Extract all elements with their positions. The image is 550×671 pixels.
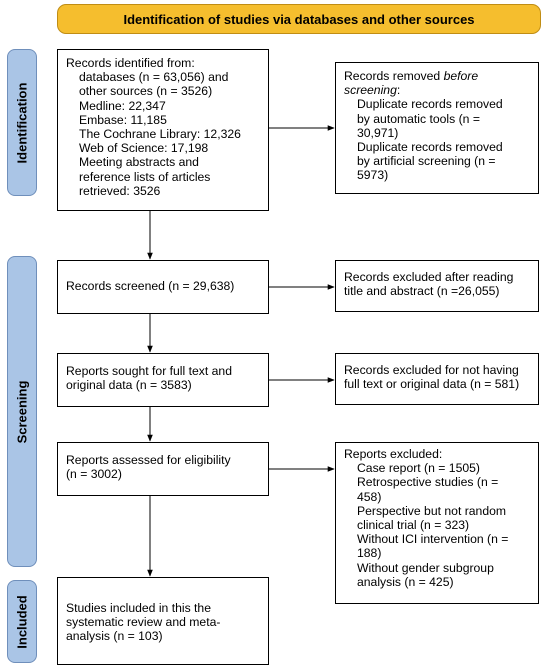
removed-detail-2: by automatic tools (n = [357,111,480,126]
identified-line-8: Meeting abstracts and [79,155,199,170]
reports-excluded-line-3: 458) [357,489,382,504]
reports-excluded-line-5: clinical trial (n = 323) [357,518,470,533]
removed-detail-4: Duplicate records removed [357,140,503,155]
reports-excluded-box: Reports excluded: Case report (n = 1505)… [335,442,539,604]
identified-line-2: databases (n = 63,056) and [79,70,229,85]
removed-line-1-emphasis: before [443,69,479,83]
reports-assessed-box: Reports assessed for eligibility (n = 30… [57,442,269,496]
removed-detail-1: Duplicate records removed [357,97,503,112]
excluded-fulltext-line-2: full text or original data (n = 581) [344,377,520,392]
flow-title: Identification of studies via databases … [123,11,475,27]
stage-screening: Screening [7,256,37,567]
reports-excluded-line-7: 188) [357,546,382,561]
stage-included: Included [7,580,37,663]
reports-excluded-line-1: Case report (n = 1505) [357,461,480,476]
excluded-full-text-box: Records excluded for not having full tex… [335,353,539,405]
screened-line-1: Records screened (n = 29,638) [66,279,235,293]
removed-line-2-text: : [396,83,401,98]
records-screened-box: Records screened (n = 29,638) [57,260,269,314]
identified-line-9: reference lists of articles [79,169,211,184]
assessed-line-2: (n = 3002) [66,467,122,482]
flow-title-banner: Identification of studies via databases … [57,4,541,34]
identified-line-3: other sources (n = 3526) [79,84,213,99]
identified-line-4: Medline: 22,347 [79,98,166,113]
reports-sought-box: Reports sought for full text and origina… [57,353,269,407]
assessed-line-1: Reports assessed for eligibility [66,453,231,467]
included-line-3: analysis (n = 103) [66,629,163,644]
reports-excluded-line-4: Perspective but not random [357,503,507,518]
sought-line-2: original data (n = 3583) [66,378,192,393]
identified-line-6: The Cochrane Library: 12,326 [79,127,241,142]
reports-excluded-line-6: Without ICI intervention (n = [357,532,509,547]
excluded-title-line-1: Records excluded after reading [344,270,514,284]
records-identified-box: Records identified from: databases (n = … [57,49,269,211]
excluded-fulltext-line-1: Records excluded for not having [344,363,519,377]
removed-detail-3: 30,971) [357,125,399,140]
included-line-1: Studies included in this the [66,601,211,615]
reports-excluded-line-9: analysis (n = 425) [357,574,454,589]
identified-line-10: retrieved: 3526 [79,183,161,198]
studies-included-box: Studies included in this the systematic … [57,577,269,665]
removed-line-1: Records removed before [344,69,530,83]
included-line-2: systematic review and meta- [66,615,221,630]
identified-line-5: Embase: 11,185 [79,112,167,127]
excluded-title-line-2: title and abstract (n =26,055) [344,284,500,299]
removed-line-2: screening: [344,83,530,97]
reports-excluded-line-2: Retrospective studies (n = [357,475,499,490]
records-removed-box: Records removed before screening: Duplic… [335,62,539,194]
identified-line-7: Web of Science: 17,198 [79,141,209,156]
reports-excluded-line-8: Without gender subgroup [357,560,494,575]
removed-line-2-emphasis: screening [344,83,397,98]
removed-detail-6: 5973) [357,168,389,183]
removed-detail-5: by artificial screening (n = [357,154,496,169]
reports-excluded-heading: Reports excluded: [344,447,443,461]
identified-line-1: Records identified from: [66,56,195,70]
excluded-title-abstract-box: Records excluded after reading title and… [335,260,539,312]
stage-identification: Identification [7,49,37,196]
sought-line-1: Reports sought for full text and [66,364,232,378]
removed-line-1-text: Records removed [344,69,444,83]
